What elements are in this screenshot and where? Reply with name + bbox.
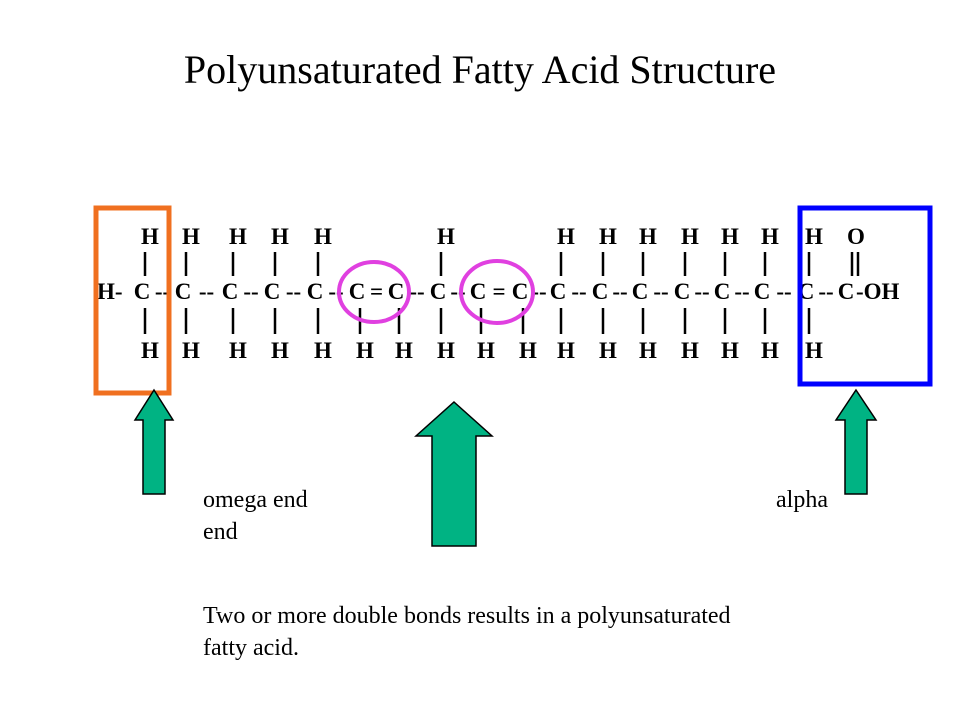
hydroxyl-group: -OH [856, 279, 900, 304]
carbon-atom: C [222, 279, 239, 304]
chain-bond: -- [694, 279, 709, 304]
top-hydrogen: H [761, 224, 779, 249]
bottom-hydrogen: H [141, 338, 159, 363]
bottom-hydrogen: H [356, 338, 374, 363]
alpha-end-label-wrap: end [203, 519, 238, 545]
bottom-hydrogen: H [314, 338, 332, 363]
bottom-hydrogen: H [721, 338, 739, 363]
chain-bond: -- [199, 279, 214, 304]
carbon-atom: C [592, 279, 609, 304]
polyunsaturated-note: Two or more double bonds results in a po… [203, 603, 731, 661]
double-bond-circle-1 [337, 260, 411, 324]
carbonyl-oxygen: O [847, 224, 865, 249]
double-bond-arrow [414, 400, 494, 547]
carbon-atom: C [470, 279, 487, 304]
bottom-hydrogen: H [681, 338, 699, 363]
top-hydrogen: H [805, 224, 823, 249]
carbon-atom: C [674, 279, 691, 304]
chain-bond: -- [734, 279, 749, 304]
omega-arrow [133, 388, 175, 495]
top-hydrogen: H [229, 224, 247, 249]
carbon-atom: C [512, 279, 529, 304]
top-hydrogen: H [437, 224, 455, 249]
bottom-hydrogen: H [599, 338, 617, 363]
chain-bond: -- [612, 279, 627, 304]
carbon-atom: C [175, 279, 192, 304]
bottom-hydrogen: H [639, 338, 657, 363]
carbon-atom: C [714, 279, 731, 304]
carbon-atom: C [264, 279, 281, 304]
slide-title: Polyunsaturated Fatty Acid Structure [183, 47, 777, 92]
top-hydrogen: H [639, 224, 657, 249]
carbon-atom: C [307, 279, 324, 304]
chain-bond: -- [531, 279, 546, 304]
alpha-end-label: alpha [776, 487, 828, 513]
bottom-hydrogen: H [182, 338, 200, 363]
bond-lines [143, 252, 860, 334]
top-hydrogen: H [182, 224, 200, 249]
bottom-hydrogen: H [395, 338, 413, 363]
bottom-hydrogen: H [805, 338, 823, 363]
bottom-hydrogen: H [271, 338, 289, 363]
top-hydrogen: H [271, 224, 289, 249]
top-hydrogen: H [557, 224, 575, 249]
carbon-atom: C [754, 279, 771, 304]
omega-end-box [93, 205, 172, 396]
top-hydrogen: H [721, 224, 739, 249]
chain-bond: = [370, 279, 383, 304]
top-hydrogen: H [599, 224, 617, 249]
chain-start: H- [97, 279, 123, 304]
end-labels: omega end alpha end [203, 484, 853, 548]
chain-bond: -- [286, 279, 301, 304]
carbon-atom: C [550, 279, 567, 304]
top-hydrogen: H [141, 224, 159, 249]
double-bond-circle-2 [459, 259, 535, 325]
alpha-arrow [834, 388, 878, 495]
top-hydrogen: H [314, 224, 332, 249]
bottom-hydrogen: H [761, 338, 779, 363]
highlights [93, 205, 933, 396]
arrows [133, 388, 878, 547]
carbon-atom: C [838, 279, 855, 304]
chain-bond: -- [243, 279, 258, 304]
chain-bond: -- [571, 279, 586, 304]
chain-bond: -- [653, 279, 668, 304]
carbon-atom: C [134, 279, 151, 304]
chain-bond: -- [409, 279, 424, 304]
chain-bond: = [492, 279, 505, 304]
carbon-atom: C [388, 279, 405, 304]
chain-bond: -- [155, 279, 170, 304]
bottom-hydrogen: H [477, 338, 495, 363]
chain-bond: -- [818, 279, 833, 304]
omega-end-label: omega end [203, 487, 308, 513]
bottom-hydrogen: H [437, 338, 455, 363]
carbon-atom: C [632, 279, 649, 304]
bottom-hydrogen: H [229, 338, 247, 363]
carbon-atom: C [349, 279, 366, 304]
bottom-hydrogen: H [557, 338, 575, 363]
chain-bond: -- [776, 279, 791, 304]
alpha-end-box [797, 205, 933, 387]
carbon-atom: C [430, 279, 447, 304]
top-hydrogen: H [681, 224, 699, 249]
bottom-hydrogen: H [519, 338, 537, 363]
